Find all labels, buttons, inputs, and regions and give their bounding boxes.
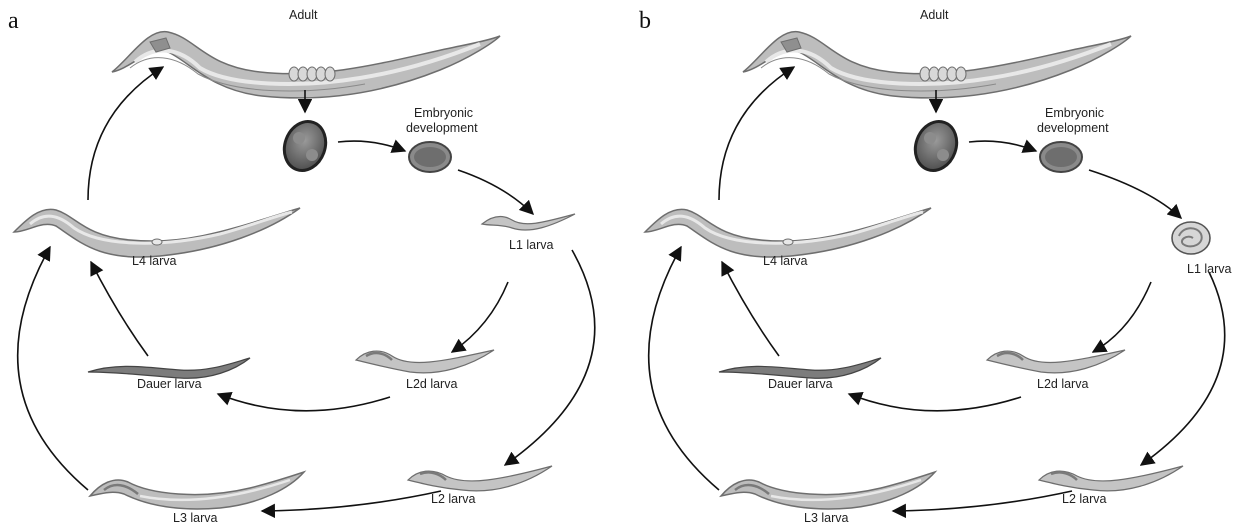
arrow-l1-to-l2d (1093, 282, 1151, 352)
l2d-larva-label: L2d larva (406, 377, 457, 391)
life-cycle-diagram (0, 0, 620, 527)
embryo-icon (1040, 142, 1082, 172)
l2-larva-worm-icon (1039, 466, 1183, 491)
adult-worm-icon (743, 32, 1131, 98)
l4-larva-label: L4 larva (763, 254, 807, 268)
dauer-larva-label: Dauer larva (768, 377, 833, 391)
l3-larva-label: L3 larva (804, 511, 848, 525)
l2-larva-label: L2 larva (431, 492, 475, 506)
arrow-l3-to-l4 (649, 247, 719, 490)
l1-larva-label: L1 larva (1187, 262, 1231, 276)
arrow-l2-to-l3 (262, 491, 441, 511)
dauer-larva-label: Dauer larva (137, 377, 202, 391)
l3-larva-worm-icon (90, 472, 304, 509)
l2d-larva-worm-icon (356, 350, 494, 373)
arrow-dauer-to-l4 (91, 262, 148, 356)
arrow-l4-to-adult (719, 67, 794, 200)
arrow-l2d-to-dauer (218, 394, 390, 411)
l2-larva-worm-icon (408, 466, 552, 491)
arrow-l3-to-l4 (18, 247, 88, 490)
l4-larva-worm-icon (645, 208, 931, 257)
adult-label: Adult (289, 8, 318, 22)
arrow-embryo-to-l1 (1089, 170, 1181, 218)
arrow-l1-to-l2 (505, 250, 595, 465)
embryonic-label-line1: Embryonic (1045, 106, 1104, 120)
arrow-l1-to-l2 (1141, 272, 1225, 465)
panel-a: a (0, 0, 620, 527)
embryo-icon (409, 142, 451, 172)
adult-label: Adult (920, 8, 949, 22)
arrow-egg-to-embryo (338, 141, 405, 151)
arrow-dauer-to-l4 (722, 262, 779, 356)
adult-worm-icon (112, 32, 500, 98)
l4-larva-worm-icon (14, 208, 300, 257)
arrow-embryo-to-l1 (458, 170, 533, 214)
dauer-larva-worm-icon (719, 358, 881, 378)
l2d-larva-label: L2d larva (1037, 377, 1088, 391)
l3-larva-worm-icon (721, 472, 935, 509)
l2d-larva-worm-icon (987, 350, 1125, 373)
dauer-larva-worm-icon (88, 358, 250, 378)
arrow-l2d-to-dauer (849, 394, 1021, 411)
l3-larva-label: L3 larva (173, 511, 217, 525)
arrow-egg-to-embryo (969, 141, 1036, 151)
arrow-l2-to-l3 (893, 491, 1072, 511)
panel-b: b (631, 0, 1251, 527)
l1-larva-worm-icon (482, 214, 575, 230)
egg-icon (278, 116, 333, 177)
l2-larva-label: L2 larva (1062, 492, 1106, 506)
embryonic-label-line1: Embryonic (414, 106, 473, 120)
embryonic-label-line2: development (1037, 121, 1109, 135)
l4-larva-label: L4 larva (132, 254, 176, 268)
l1-larva-label: L1 larva (509, 238, 553, 252)
life-cycle-diagram (631, 0, 1251, 527)
arrow-l1-to-l2d (452, 282, 508, 352)
arrow-l4-to-adult (88, 67, 163, 200)
egg-icon (909, 116, 964, 177)
embryonic-label-line2: development (406, 121, 478, 135)
l1-larva-in-egg-icon (1172, 222, 1210, 254)
